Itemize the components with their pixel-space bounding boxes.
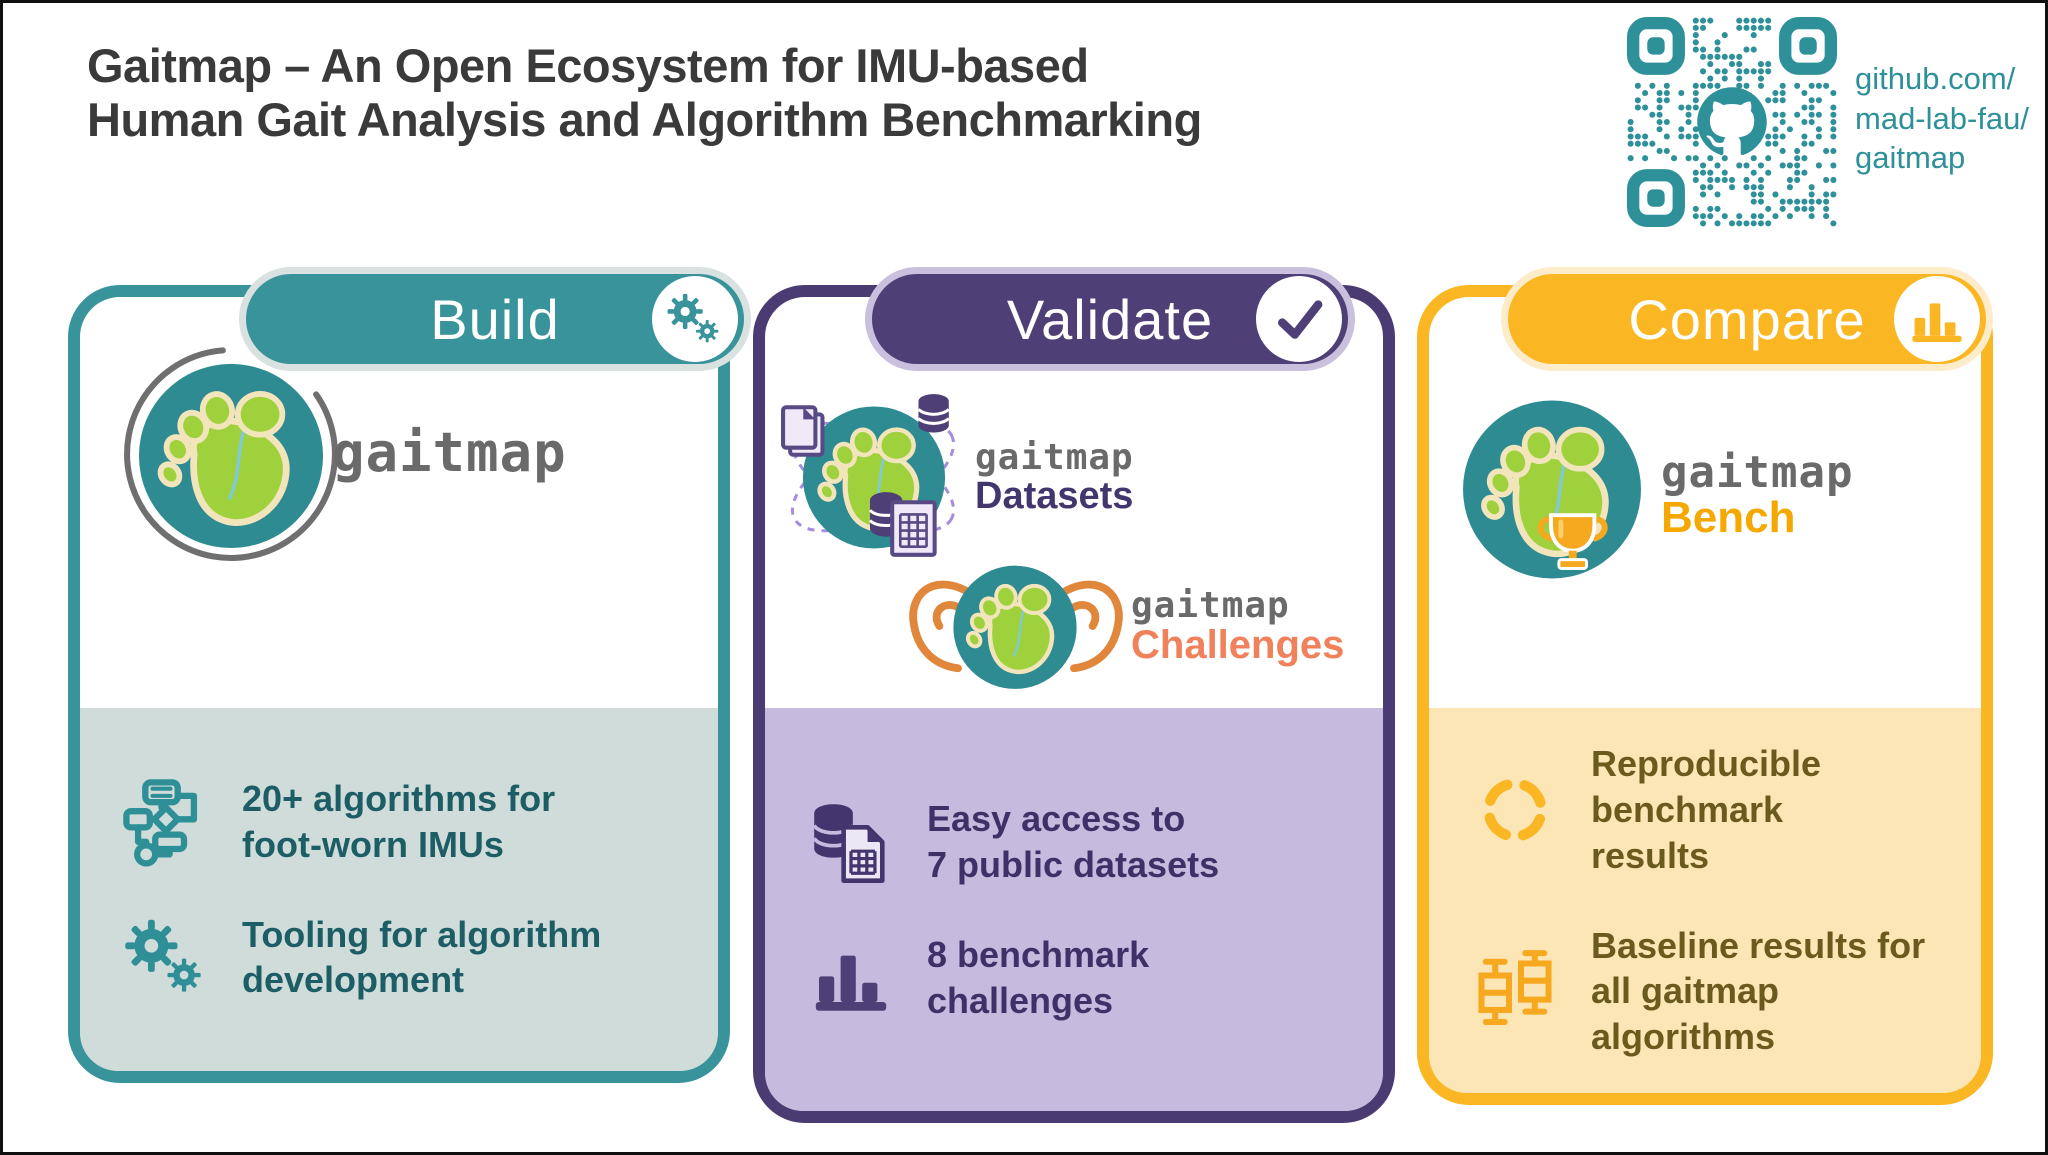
gaitmap-wordmark: gaitmap: [1661, 446, 1854, 498]
gaitmap-logo: gaitmap: [120, 341, 567, 563]
database-spreadsheet-icon: [805, 796, 897, 888]
bullet-text: 8 benchmark challenges: [927, 933, 1150, 1021]
title-line-2: Human Gait Analysis and Algorithm Benchm…: [87, 92, 1202, 146]
github-url-line-3: gaitmap: [1855, 140, 1966, 176]
bullet-reproducible: Reproducible benchmark results: [1469, 741, 1963, 878]
bullet-tooling: Tooling for algorithm development: [120, 912, 700, 1003]
card-validate: gaitmap Datasets gaitmap Challenges: [753, 285, 1395, 1123]
flowchart-icon: [120, 777, 212, 867]
github-url-line-1: github.com/: [1855, 61, 2016, 96]
bullet-text: Baseline results for all gaitmap algorit…: [1591, 924, 1926, 1057]
bullet-datasets: Easy access to 7 public datasets: [805, 796, 1365, 888]
card-compare: gaitmap Bench Reproducible benchmark res…: [1417, 285, 1993, 1105]
checkmark-icon: [1256, 276, 1342, 362]
bullet-baseline: Baseline results for all gaitmap algorit…: [1469, 923, 1963, 1060]
bullet-algorithms: 20+ algorithms for foot-worn IMUs: [120, 776, 700, 867]
compare-body: Reproducible benchmark results Baseline …: [1429, 708, 1981, 1093]
github-octocat-icon: [1697, 87, 1767, 156]
build-body: 20+ algorithms for foot-worn IMUs Toolin…: [80, 708, 718, 1071]
gaitmap-datasets-logo: gaitmap Datasets: [777, 391, 1134, 563]
pill-compare: Compare: [1501, 267, 1993, 371]
challenges-label: Challenges: [1131, 622, 1345, 667]
box-plots-icon: [1469, 948, 1561, 1034]
pill-validate-label: Validate: [1006, 287, 1214, 351]
bar-chart-icon: [1894, 276, 1980, 362]
bar-chart-icon: [805, 938, 897, 1018]
bullet-text: 20+ algorithms for foot-worn IMUs: [242, 778, 556, 865]
page-title: Gaitmap – An Open Ecosystem for IMU-base…: [87, 39, 1202, 146]
qr-finder-patterns: [1627, 17, 1837, 227]
github-url-line-2: mad-lab-fau/: [1855, 100, 2030, 136]
gaitmap-datasets-icon: [781, 394, 956, 557]
gaitmap-wordmark: gaitmap: [1131, 585, 1290, 627]
title-line-1: Gaitmap – An Open Ecosystem for IMU-base…: [87, 39, 1089, 92]
gaitmap-challenges-logo: gaitmap Challenges: [903, 555, 1344, 697]
gaitmap-challenges-icon: [909, 555, 1123, 697]
github-url: github.com/ mad-lab-fau/ gaitmap: [1855, 59, 2029, 178]
bullet-challenges: 8 benchmark challenges: [805, 932, 1365, 1023]
pill-build: Build: [239, 267, 751, 371]
gaitmap-foot-icon: [124, 347, 338, 561]
validate-body: Easy access to 7 public datasets 8 bench…: [765, 708, 1383, 1111]
card-build: gaitmap 20+ algorithms for foot-worn IMU…: [68, 285, 730, 1083]
bullet-text: Easy access to 7 public datasets: [927, 798, 1220, 885]
datasets-label: Datasets: [975, 474, 1134, 517]
bench-label: Bench: [1661, 493, 1796, 543]
gaitmap-wordmark: gaitmap: [332, 420, 567, 484]
gaitmap-bench-logo: gaitmap Bench: [1453, 389, 1853, 601]
pill-build-label: Build: [430, 287, 560, 351]
gaitmap-bench-icon: [1453, 389, 1651, 601]
pill-compare-label: Compare: [1628, 287, 1866, 351]
gears-icon: [652, 276, 738, 362]
bullet-text: Reproducible benchmark results: [1591, 743, 1822, 876]
gaitmap-wordmark: gaitmap: [975, 437, 1134, 479]
pill-validate: Validate: [865, 267, 1355, 371]
gears-icon: [120, 914, 212, 1000]
qr-code: [1627, 17, 1837, 227]
bullet-text: Tooling for algorithm development: [242, 913, 602, 1001]
cycle-icon: [1469, 770, 1561, 850]
